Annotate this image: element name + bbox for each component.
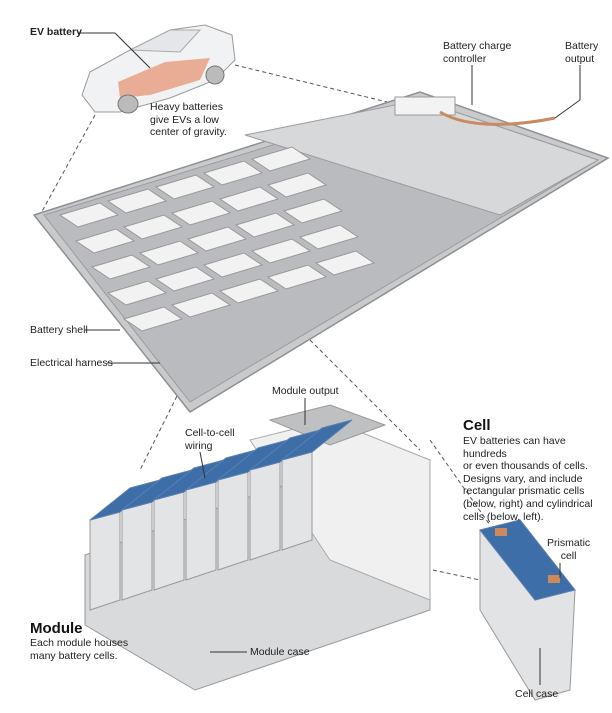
cell-description: EV batteries can have hundreds or even t… (463, 435, 612, 523)
pack-module (154, 266, 216, 292)
charge-controller-label: Battery charge controller (443, 40, 511, 65)
label-line: Battery (565, 40, 599, 52)
module-cell (217, 471, 249, 571)
pack-module (298, 224, 360, 250)
module-cell (121, 501, 153, 601)
module-cell (89, 511, 121, 611)
pack-module (170, 200, 232, 226)
battery-shell-label: Battery shell (30, 324, 88, 336)
cell-case-label: Cell case (515, 688, 559, 700)
module-heading: Module (30, 620, 83, 637)
pack-module (250, 238, 312, 264)
car-battery-highlight (118, 58, 210, 98)
label-line: cell (560, 549, 577, 562)
text-line: rectangular prismatic cells (463, 485, 585, 498)
text-line: Designs vary, and include (463, 472, 583, 485)
leader-lines (78, 32, 581, 685)
pack-module (218, 186, 280, 212)
module-case-label: Module case (250, 646, 310, 658)
cell-top (281, 419, 353, 461)
charge-controller-board (394, 96, 456, 116)
pack-module (154, 174, 216, 200)
pack-module (122, 306, 184, 332)
text-line: Each module houses (30, 637, 129, 649)
text-line: (below, right) and cylindrical (463, 497, 593, 510)
label-line: controller (443, 52, 487, 65)
label-line: wiring (185, 439, 213, 452)
prismatic-cell-label: Prismatic cell (547, 537, 590, 562)
ev-battery-label: EV battery (30, 26, 82, 38)
pack-module (186, 226, 248, 252)
text-line: EV batteries can have hundreds (463, 435, 566, 460)
prismatic-cell (479, 519, 576, 701)
pack-module (138, 240, 200, 266)
pack-module (122, 214, 184, 240)
pack-module (250, 146, 312, 172)
cell-to-cell-wiring-label: Cell-to-cell wiring (185, 427, 235, 452)
pack-module (218, 278, 280, 304)
pack-module (106, 188, 168, 214)
pack-module (266, 264, 328, 290)
pack-module (234, 212, 296, 238)
module-cell (249, 461, 281, 561)
car-note-line: Heavy batteries (150, 101, 223, 113)
label-line: Battery charge (443, 40, 512, 52)
module-description: Each module houses many battery cells. (30, 637, 128, 662)
pack-module (314, 250, 376, 276)
pack-modules (58, 146, 376, 332)
pack-module (90, 254, 152, 280)
pack-module (266, 172, 328, 198)
pack-module (202, 252, 264, 278)
pack-cover (244, 99, 600, 216)
module-cell (281, 451, 313, 551)
cell-heading: Cell (463, 417, 491, 434)
car-note-line: center of gravity. (150, 126, 227, 139)
pack-module (106, 280, 168, 306)
pack-module (282, 198, 344, 224)
car-note-line: give EVs a low (150, 113, 219, 126)
text-line: many battery cells. (30, 649, 118, 662)
car-note: Heavy batteries give EVs a low center of… (150, 101, 227, 139)
battery-output-label: Battery output (565, 40, 598, 65)
text-line: or even thousands of cells. (463, 460, 588, 473)
pack-module (74, 228, 136, 254)
output-cable (439, 110, 556, 126)
pack-module (202, 160, 264, 186)
electrical-harness-label: Electrical harness (30, 357, 113, 369)
battery-pack (32, 91, 610, 413)
module-illustration (84, 404, 431, 691)
label-line: Prismatic (547, 537, 591, 549)
module-output-label: Module output (272, 385, 339, 397)
label-line: output (565, 52, 595, 65)
label-line: Cell-to-cell (185, 427, 235, 439)
module-cell (185, 481, 217, 581)
car-illustration (81, 24, 236, 114)
pack-module (58, 202, 120, 228)
pack-module (170, 292, 232, 318)
module-cell (153, 491, 185, 591)
text-line: cells (below, left). (463, 510, 544, 523)
